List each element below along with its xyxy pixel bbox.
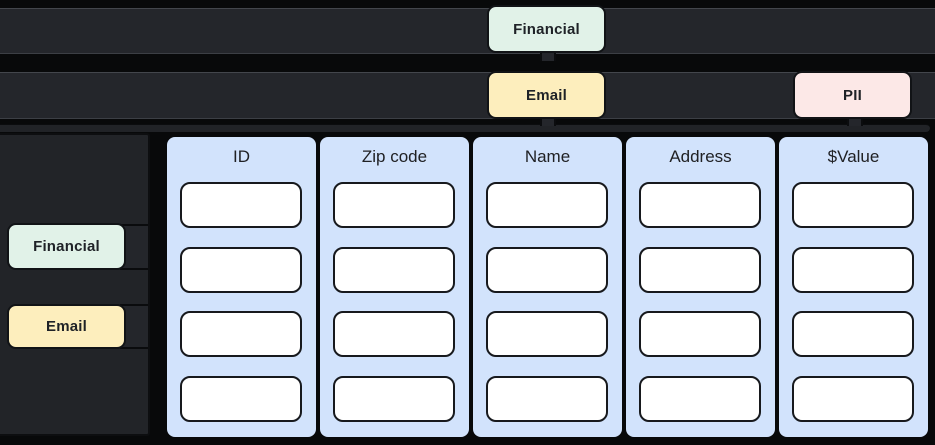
table-frame-strip [0,124,930,132]
column-tag-pii-label: PII [843,86,862,104]
connector-pii-to-value-column [847,117,863,126]
column-tag-email: Email [487,71,606,119]
column-tag-row-2 [0,72,935,119]
table-cell [333,247,455,293]
table-cell [639,182,761,228]
column-tag-row-1 [0,8,935,54]
row-tag-email: Email [7,304,126,349]
column-header: Address [669,147,732,166]
table-cell [180,182,302,228]
table-cell [792,247,914,293]
table-column-name: Name [473,137,622,437]
connector-email-to-name-column [540,117,556,126]
row-tag-financial: Financial [7,223,126,270]
table-column-id: ID [167,137,316,437]
table-cell [639,247,761,293]
table-cell [180,376,302,422]
table-column-address: Address [626,137,775,437]
table-cell [639,376,761,422]
table-cell [180,247,302,293]
column-tag-financial-label: Financial [513,20,580,38]
column-header: ID [233,147,250,166]
table-cell [792,376,914,422]
table-cell [180,311,302,357]
column-header: $Value [827,147,880,166]
table-cell [486,182,608,228]
row-tag-email-label: Email [45,318,88,335]
table-cell [486,376,608,422]
row-tags-panel [0,133,150,436]
column-header: Name [524,147,571,166]
table-cell [792,311,914,357]
column-header: Zip code [361,147,428,166]
table-cell [486,311,608,357]
table-cell [333,376,455,422]
row-tag-financial-label: Financial [33,238,100,255]
column-tag-pii: PII [793,71,912,119]
connector-financial-to-name-column [540,52,556,61]
table-cell [333,311,455,357]
table-cell [792,182,914,228]
table-column-zip-code: Zip code [320,137,469,437]
table-column-value: $Value [779,137,928,437]
table-cell [333,182,455,228]
table-cell [486,247,608,293]
table-cell [639,311,761,357]
column-tag-email-label: Email [525,86,568,104]
column-tag-financial: Financial [487,5,606,53]
